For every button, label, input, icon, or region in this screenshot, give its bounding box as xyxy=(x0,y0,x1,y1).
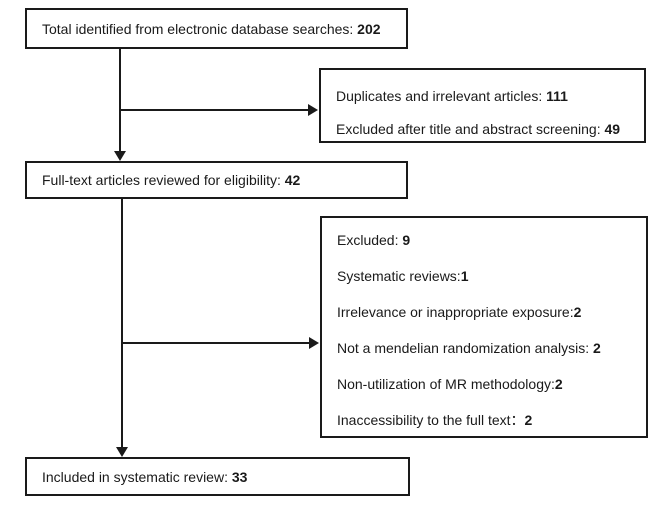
inaccessibility-count: 2 xyxy=(524,412,533,428)
included-review-label: Included in systematic review: xyxy=(42,468,232,485)
box-total-identified: Total identified from electronic databas… xyxy=(25,8,408,49)
box-fulltext-excluded: Excluded: 9 Systematic reviews:1 Irrelev… xyxy=(320,216,648,438)
duplicates-label: Duplicates and irrelevant articles: xyxy=(336,88,547,104)
arrowhead-right-1 xyxy=(308,104,318,116)
not-mr-analysis-count: 2 xyxy=(593,340,601,356)
inaccessibility-label: Inaccessibility to the full text： xyxy=(337,412,525,428)
irrelevance-count: 2 xyxy=(573,304,582,320)
box-included-review: Included in systematic review: 33 xyxy=(25,457,410,496)
arrowhead-right-2 xyxy=(309,337,319,349)
connector-line-horizontal-2 xyxy=(122,342,309,344)
connector-line-horizontal-1 xyxy=(120,109,308,111)
total-identified-count: 202 xyxy=(357,20,381,37)
excluded-irrelevance-line: Irrelevance or inappropriate exposure:2 xyxy=(337,294,646,330)
excluded-total-label: Excluded: xyxy=(337,232,403,248)
box-fulltext-reviewed-text: Full-text articles reviewed for eligibil… xyxy=(42,172,300,188)
box-total-identified-text: Total identified from electronic databas… xyxy=(42,21,381,37)
screening-excluded-line-duplicates: Duplicates and irrelevant articles: 111 xyxy=(336,80,644,113)
excluded-systematic-reviews-line: Systematic reviews:1 xyxy=(337,258,646,294)
non-utilization-count: 2 xyxy=(554,376,563,392)
box-included-review-text: Included in systematic review: 33 xyxy=(42,469,247,485)
box-screening-excluded: Duplicates and irrelevant articles: 111 … xyxy=(319,68,646,143)
connector-line-vertical-1 xyxy=(119,49,121,151)
excluded-total-count: 9 xyxy=(402,232,411,248)
excluded-not-mr-analysis-line: Not a mendelian randomization analysis: … xyxy=(337,330,646,366)
systematic-reviews-count: 1 xyxy=(460,268,469,284)
connector-line-vertical-2 xyxy=(121,199,123,447)
excluded-total-line: Excluded: 9 xyxy=(337,222,646,258)
arrowhead-down-2 xyxy=(116,447,128,457)
duplicates-count: 111 xyxy=(546,88,568,104)
title-abstract-count: 49 xyxy=(604,121,621,137)
excluded-non-utilization-line: Non-utilization of MR methodology:2 xyxy=(337,366,646,402)
included-review-count: 33 xyxy=(231,468,248,485)
not-mr-analysis-label: Not a mendelian randomization analysis: xyxy=(337,340,594,356)
fulltext-reviewed-label: Full-text articles reviewed for eligibil… xyxy=(42,172,285,188)
irrelevance-label: Irrelevance or inappropriate exposure: xyxy=(337,304,574,320)
arrowhead-down-1 xyxy=(114,151,126,161)
screening-excluded-line-title-abstract: Excluded after title and abstract screen… xyxy=(336,113,644,146)
excluded-inaccessibility-line: Inaccessibility to the full text：2 xyxy=(337,402,646,438)
total-identified-label: Total identified from electronic databas… xyxy=(42,20,358,37)
systematic-reviews-label: Systematic reviews: xyxy=(337,268,461,284)
fulltext-reviewed-count: 42 xyxy=(284,172,301,188)
box-fulltext-reviewed: Full-text articles reviewed for eligibil… xyxy=(25,161,408,199)
title-abstract-label: Excluded after title and abstract screen… xyxy=(336,121,605,137)
non-utilization-label: Non-utilization of MR methodology: xyxy=(337,376,555,392)
